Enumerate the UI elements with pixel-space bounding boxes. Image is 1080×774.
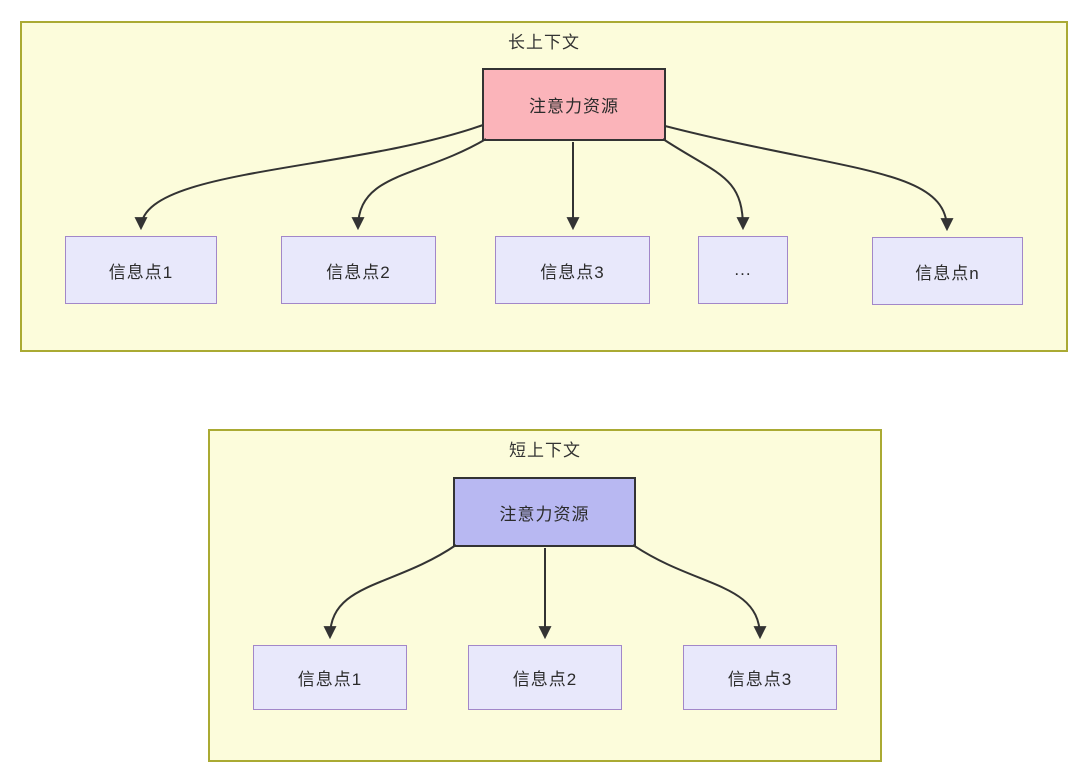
short-info-node-2: 信息点2 <box>468 645 622 710</box>
long-context-title: 长上下文 <box>508 33 580 52</box>
long-info-node-1: 信息点1 <box>65 236 217 304</box>
long-info-label-n: 信息点n <box>915 263 980 283</box>
long-attention-node: 注意力资源 <box>482 68 666 141</box>
short-info-label-2: 信息点2 <box>512 670 578 689</box>
long-info-label-1: 信息点1 <box>108 262 174 282</box>
short-attention-label: 注意力资源 <box>499 504 590 524</box>
long-info-label-2: 信息点2 <box>326 262 391 282</box>
long-info-node-2: 信息点2 <box>281 236 436 304</box>
long-attention-label: 注意力资源 <box>529 97 619 116</box>
short-context-title: 短上下文 <box>509 441 581 460</box>
long-info-node-ellipsis: ... <box>698 236 788 304</box>
short-info-node-3: 信息点3 <box>683 645 837 710</box>
long-info-node-3: 信息点3 <box>495 236 650 304</box>
long-info-label-ellipsis: ... <box>734 260 752 279</box>
short-info-label-3: 信息点3 <box>727 670 793 689</box>
long-info-node-n: 信息点n <box>872 237 1023 305</box>
long-info-label-3: 信息点3 <box>540 262 605 282</box>
short-info-label-1: 信息点1 <box>297 670 363 689</box>
short-info-node-1: 信息点1 <box>253 645 407 710</box>
short-attention-node: 注意力资源 <box>453 477 636 547</box>
